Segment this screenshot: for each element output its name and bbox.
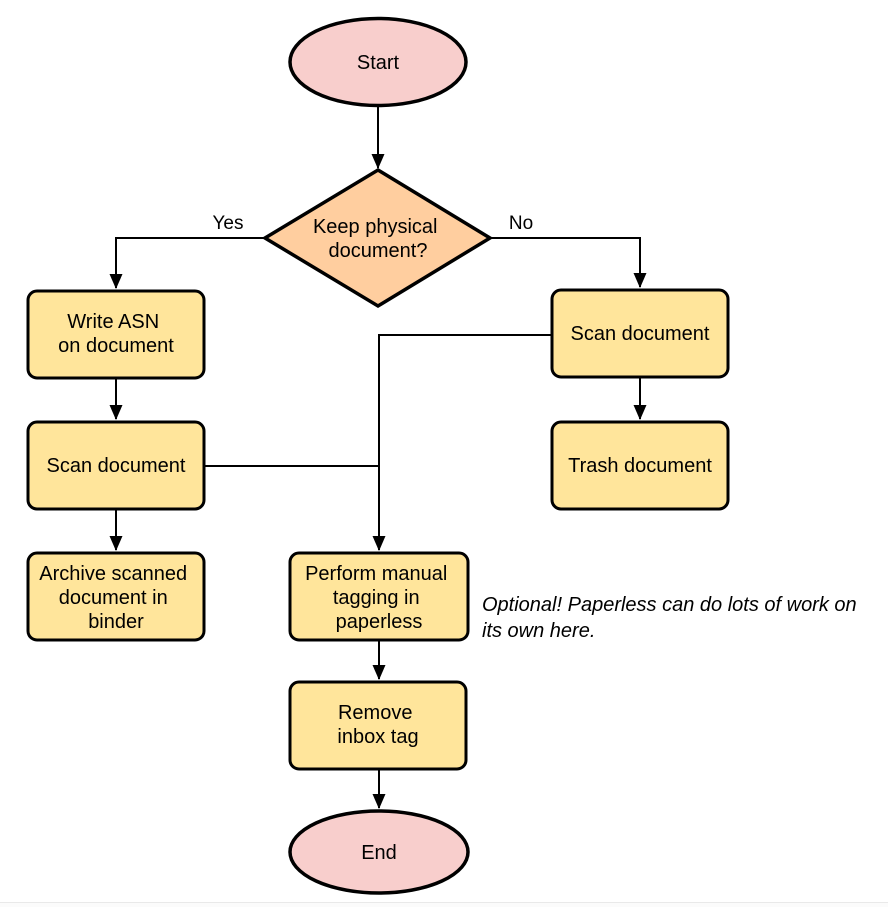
write-asn-process-shape [26, 289, 206, 380]
start-terminal-shape [288, 16, 468, 108]
edge-decision-yes-to-write-asn [109, 237, 265, 289]
tagging-label: Perform manual tagging in paperless [305, 563, 453, 633]
decision-label: Keep physical document? [313, 216, 443, 262]
node-remove-inbox: Remove inbox tag [288, 680, 468, 771]
remove-inbox-process-shape [288, 680, 468, 771]
edges [109, 106, 647, 809]
write-asn-label: Write ASN on document [58, 311, 174, 357]
scan-left-process-shape [26, 420, 206, 511]
scan-right-label: Scan document [571, 323, 710, 345]
scan-right-process-shape [550, 288, 730, 379]
annotation-optional-note: Optional! Paperless can do lots of work … [482, 594, 862, 642]
canvas-bottom-margin [0, 903, 888, 907]
end-terminal-shape [288, 809, 470, 895]
trash-process-shape [550, 420, 730, 511]
edge-label-yes: Yes [213, 213, 244, 234]
node-tagging: Perform manual tagging in paperless [288, 551, 470, 642]
edge-label-no: No [509, 213, 533, 234]
remove-inbox-label: Remove inbox tag [337, 702, 418, 748]
scan-left-label: Scan document [47, 455, 186, 477]
node-decision: Keep physical document? [261, 167, 494, 309]
end-label: End [361, 842, 397, 864]
node-scan-left: Scan document [26, 420, 206, 511]
trash-label: Trash document [568, 455, 712, 477]
node-write-asn: Write ASN on document [26, 289, 206, 380]
archive-label: Archive scanned document in binder [39, 563, 192, 633]
edge-scan-right-to-tagging [372, 334, 552, 551]
node-start: Start [288, 16, 468, 108]
node-trash: Trash document [550, 420, 730, 511]
start-label: Start [357, 52, 400, 74]
tagging-process-shape [288, 551, 470, 642]
node-end: End [288, 809, 470, 895]
node-scan-right: Scan document [550, 288, 730, 379]
archive-process-shape [26, 551, 206, 642]
canvas-bottom-edge [0, 902, 888, 903]
decision-diamond-shape [261, 167, 494, 309]
node-archive: Archive scanned document in binder [26, 551, 206, 642]
edge-decision-no-to-scan-right [490, 237, 647, 288]
